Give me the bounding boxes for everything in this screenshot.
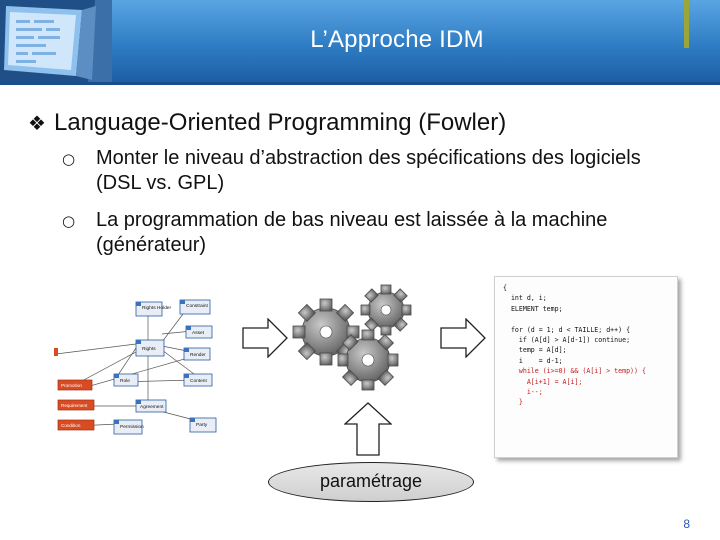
- svg-text:Party: Party: [196, 422, 208, 428]
- svg-text:Constraint: Constraint: [186, 303, 209, 309]
- model-diagram-svg: Rights Holder Constraint Asset Rights Re…: [52, 294, 220, 440]
- sub-bullet-text: La programmation de bas niveau est laiss…: [96, 209, 608, 256]
- code-line: }: [503, 398, 523, 407]
- up-arrow: [343, 402, 393, 456]
- sub-bullet: ○ Monter le niveau d’abstraction des spé…: [62, 146, 682, 196]
- svg-text:Rights: Rights: [142, 346, 156, 352]
- code-listing: { int d, i; ELEMENT temp; for (d = 1; d …: [494, 276, 678, 458]
- code-line: [503, 314, 677, 324]
- header-band: L’Approche IDM: [0, 0, 720, 82]
- header-screen-image: [0, 0, 112, 82]
- sub-bullet-text: Monter le niveau d’abstraction des spéci…: [96, 147, 641, 194]
- circle-bullet-icon: ○: [62, 212, 76, 230]
- svg-text:Asset: Asset: [192, 330, 205, 336]
- main-bullet: ❖ Language-Oriented Programming (Fowler): [28, 106, 506, 140]
- code-line: while (i>=0) && (A[i] > temp)) {: [503, 367, 646, 376]
- model-diagram: Rights Holder Constraint Asset Rights Re…: [52, 294, 220, 440]
- gears-icon: [284, 284, 430, 400]
- code-line: int d, i;: [503, 294, 547, 303]
- code-line: A[i+1] = A[i];: [503, 377, 583, 386]
- right-arrow-1: [242, 317, 288, 359]
- right-arrow-2: [440, 317, 486, 359]
- code-line: for (d = 1; d < TAILLE; d++) {: [503, 325, 631, 334]
- svg-text:Requirement: Requirement: [61, 403, 88, 408]
- slide-title: L’Approche IDM: [310, 26, 484, 53]
- page-number: 8: [683, 517, 690, 531]
- svg-text:Rights Holder: Rights Holder: [142, 305, 171, 311]
- svg-text:Permission: Permission: [120, 424, 144, 430]
- svg-text:Agreement: Agreement: [140, 404, 164, 410]
- header-accent-bar: [684, 0, 689, 48]
- sub-bullet: ○ La programmation de bas niveau est lai…: [62, 208, 682, 258]
- code-line: ELEMENT temp;: [503, 304, 563, 313]
- header-gradient: [0, 0, 720, 82]
- circle-bullet-icon: ○: [62, 150, 76, 168]
- svg-text:Content: Content: [190, 378, 207, 384]
- parametrage-ellipse: paramétrage: [268, 462, 474, 502]
- code-lines: { int d, i; ELEMENT temp; for (d = 1; d …: [495, 277, 677, 408]
- header-divider: [0, 82, 720, 85]
- diamond-bullet-icon: ❖: [28, 111, 46, 135]
- code-line: i--;: [503, 388, 543, 397]
- svg-text:Role: Role: [120, 378, 130, 384]
- code-line: temp = A[d];: [503, 346, 567, 355]
- svg-text:Promotion: Promotion: [61, 383, 82, 388]
- code-line: if (A[d] > A[d-1]) continue;: [503, 336, 631, 345]
- svg-text:Condition: Condition: [61, 423, 81, 428]
- svg-text:Render: Render: [190, 352, 206, 358]
- main-bullet-text: Language-Oriented Programming (Fowler): [54, 109, 507, 136]
- code-line: i = d-1;: [503, 356, 563, 365]
- code-line: {: [503, 284, 507, 292]
